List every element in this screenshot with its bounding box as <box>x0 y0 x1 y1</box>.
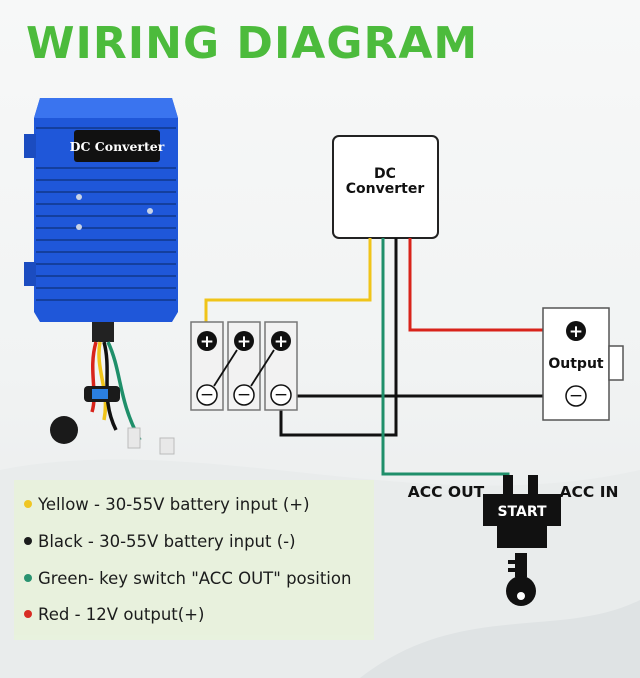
converter-box-label-line1: DC <box>374 166 396 182</box>
key-hole <box>517 592 525 600</box>
legend-dot-red <box>24 610 32 618</box>
page-title: WIRING DIAGRAM <box>26 18 479 69</box>
plus-sign: + <box>237 332 251 352</box>
wire-black-converter <box>279 238 398 437</box>
switch-pin-acc-out <box>503 475 513 497</box>
legend-text-black: Black - 30-55V battery input (-) <box>38 531 296 551</box>
device-label: DC Converter <box>70 139 165 154</box>
converter-box-label-line2: Converter <box>346 181 425 197</box>
switch-body-bottom <box>497 524 547 548</box>
acc-in-label: ACC IN <box>560 483 619 501</box>
terminal-minus-3 <box>270 384 292 406</box>
legend-item-green: Green- key switch "ACC OUT" position <box>24 566 351 590</box>
acc-out-label: ACC OUT <box>408 483 485 501</box>
screw <box>76 194 82 200</box>
terminal-plus-1 <box>197 331 217 351</box>
connector <box>127 427 141 449</box>
output-label: Output <box>548 356 604 372</box>
ignition-switch: START ACC OUT ACC IN <box>408 475 619 606</box>
output-plus-terminal <box>566 321 586 341</box>
switch-pin-acc-in <box>528 475 538 497</box>
mount-tab <box>24 262 36 286</box>
fuse-cap <box>50 416 78 444</box>
plus-sign: + <box>200 332 214 352</box>
wire-red <box>408 238 560 332</box>
cable-black <box>102 341 118 431</box>
device-label-plate <box>74 130 160 162</box>
legend-text-green: Green- key switch "ACC OUT" position <box>38 568 352 588</box>
key-blade <box>515 553 527 577</box>
minus-sign: − <box>569 386 583 406</box>
connector <box>159 437 175 455</box>
output-box-tab <box>608 345 624 381</box>
jumper-link <box>213 349 238 387</box>
cable-gland <box>92 322 114 342</box>
jumper-link <box>250 349 275 387</box>
legend-panel: Yellow - 30-55V battery input (+) Black … <box>14 480 374 640</box>
terminal-plus-3 <box>271 331 291 351</box>
switch-body-top <box>483 494 561 526</box>
cable-red <box>90 341 98 413</box>
key-tooth <box>508 568 515 572</box>
legend-item-yellow: Yellow - 30-55V battery input (+) <box>24 492 310 516</box>
wire-green <box>381 238 510 490</box>
switch-start-label: START <box>497 504 547 520</box>
legend-dot-green <box>24 574 32 582</box>
legend-text-yellow: Yellow - 30-55V battery input (+) <box>38 494 310 514</box>
key-icon <box>506 576 536 606</box>
minus-sign: − <box>274 385 288 405</box>
terminal-minus-2 <box>233 384 255 406</box>
cooling-fins <box>36 127 176 301</box>
screw <box>147 208 153 214</box>
legend-item-black: Black - 30-55V battery input (-) <box>24 529 296 553</box>
wire-yellow <box>204 238 372 336</box>
legend-dot-black <box>24 537 32 545</box>
key-tooth <box>508 560 515 564</box>
converter-box <box>332 135 439 239</box>
minus-sign: − <box>237 385 251 405</box>
cable-yellow <box>97 341 108 421</box>
minus-sign: − <box>200 385 214 405</box>
background-swoosh-2 <box>360 600 640 678</box>
legend-text-red: Red - 12V output(+) <box>38 604 205 624</box>
legend-item-red: Red - 12V output(+) <box>24 602 204 626</box>
plus-sign: + <box>569 322 583 342</box>
plus-sign: + <box>274 332 288 352</box>
legend-dot-yellow <box>24 500 32 508</box>
terminal-minus-1 <box>196 384 218 406</box>
mount-tab <box>24 134 36 158</box>
terminal-blocks: + + + − − − <box>190 321 298 411</box>
fuse <box>92 389 108 399</box>
terminal-plus-2 <box>234 331 254 351</box>
product-image: DC Converter <box>24 98 178 455</box>
output-minus-terminal <box>565 385 587 407</box>
screw <box>76 224 82 230</box>
